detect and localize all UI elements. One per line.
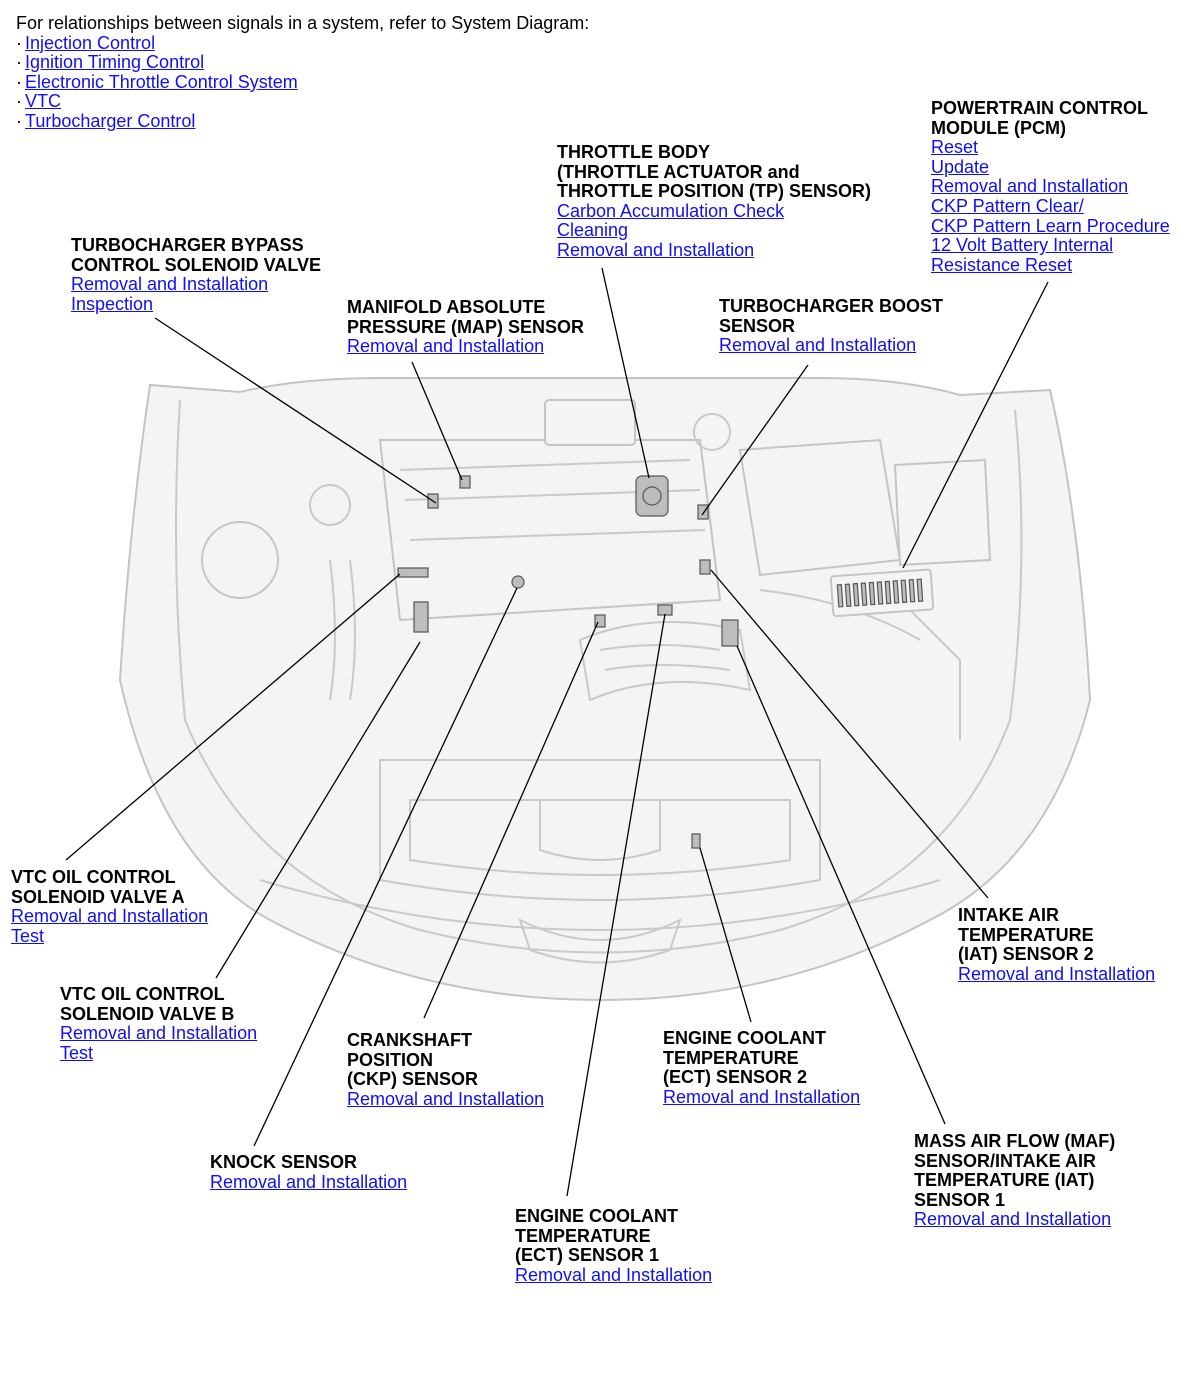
leader-ect1 (566, 613, 666, 1197)
callout-turbo-boost-sensor: TURBOCHARGER BOOST SENSOR Removal and In… (719, 296, 943, 356)
callout-title: MASS AIR FLOW (MAF) SENSOR/INTAKE AIR TE… (914, 1131, 1116, 1210)
intro-bullet-etcs: ·Electronic Throttle Control System (16, 71, 298, 92)
link-test[interactable]: Test (60, 1042, 94, 1063)
link-removal-installation[interactable]: Removal and Installation (11, 906, 209, 927)
callout-title: KNOCK SENSOR (210, 1152, 358, 1172)
callout-ckp-sensor: CRANKSHAFT POSITION (CKP) SENSOR Removal… (347, 1030, 545, 1109)
leader-lines (65, 267, 1049, 1197)
link-removal-installation[interactable]: Removal and Installation (914, 1209, 1112, 1230)
link-removal-installation[interactable]: Removal and Installation (931, 176, 1129, 197)
callout-vtc-valve-a: VTC OIL CONTROL SOLENOID VALVE A Removal… (11, 867, 209, 946)
link-carbon-accumulation-check[interactable]: Carbon Accumulation Check (557, 200, 785, 221)
link-removal-installation[interactable]: Removal and Installation (210, 1171, 408, 1192)
link-removal-installation[interactable]: Removal and Installation (347, 1088, 545, 1109)
callout-throttle-body: THROTTLE BODY (THROTTLE ACTUATOR and THR… (557, 142, 871, 261)
link-battery-resistance[interactable]: 12 Volt Battery Internal (931, 235, 1114, 256)
link-removal-installation[interactable]: Removal and Installation (347, 336, 545, 357)
leader-vtc-a (65, 573, 401, 861)
link-cleaning[interactable]: Cleaning (557, 220, 629, 241)
link-resistance-reset[interactable]: Resistance Reset (931, 254, 1073, 275)
callout-title: VTC OIL CONTROL SOLENOID VALVE A (11, 867, 185, 907)
system-diagram-intro: For relationships between signals in a s… (16, 13, 590, 132)
intro-bullet-injection-control: ·Injection Control (16, 32, 156, 53)
engine-bay-illustration (118, 377, 1092, 1002)
link-removal-installation[interactable]: Removal and Installation (71, 274, 269, 295)
link-ckp-pattern-learn[interactable]: CKP Pattern Learn Procedure (931, 215, 1170, 236)
leader-pcm (902, 281, 1049, 569)
leader-maf (736, 645, 946, 1125)
leader-ect2 (699, 847, 752, 1023)
link-update[interactable]: Update (931, 156, 990, 177)
callout-ect-sensor-2: ENGINE COOLANT TEMPERATURE (ECT) SENSOR … (663, 1028, 861, 1107)
leader-throttle-body (601, 267, 650, 479)
intro-text: For relationships between signals in a s… (16, 13, 590, 33)
callout-title: MANIFOLD ABSOLUTE PRESSURE (MAP) SENSOR (347, 297, 585, 337)
callout-title: POWERTRAIN CONTROL MODULE (PCM) (931, 98, 1148, 138)
intro-bullet-ignition-timing: ·Ignition Timing Control (16, 52, 205, 73)
callout-title: TURBOCHARGER BOOST SENSOR (719, 296, 943, 336)
link-removal-installation[interactable]: Removal and Installation (515, 1264, 713, 1285)
leader-turbo-bypass (154, 317, 437, 504)
leader-iat2 (710, 569, 989, 899)
link-ignition-timing-control[interactable]: Ignition Timing Control (25, 52, 205, 73)
callout-title: TURBOCHARGER BYPASS CONTROL SOLENOID VAL… (71, 235, 322, 275)
callout-knock-sensor: KNOCK SENSOR Removal and Installation (210, 1152, 408, 1192)
callout-title: ENGINE COOLANT TEMPERATURE (ECT) SENSOR … (663, 1028, 827, 1088)
callout-maf-sensor: MASS AIR FLOW (MAF) SENSOR/INTAKE AIR TE… (914, 1131, 1116, 1230)
link-turbocharger-control[interactable]: Turbocharger Control (25, 110, 196, 131)
callout-title: ENGINE COOLANT TEMPERATURE (ECT) SENSOR … (515, 1206, 679, 1266)
link-electronic-throttle-control[interactable]: Electronic Throttle Control System (25, 71, 298, 92)
link-ckp-pattern-clear[interactable]: CKP Pattern Clear/ (931, 195, 1084, 216)
link-test[interactable]: Test (11, 925, 45, 946)
callout-ect-sensor-1: ENGINE COOLANT TEMPERATURE (ECT) SENSOR … (515, 1206, 713, 1285)
callout-title: VTC OIL CONTROL SOLENOID VALVE B (60, 984, 235, 1024)
link-reset[interactable]: Reset (931, 137, 979, 158)
link-inspection[interactable]: Inspection (71, 293, 154, 314)
leader-vtc-b (215, 641, 421, 979)
intro-bullet-turbo-control: ·Turbocharger Control (16, 110, 196, 131)
link-removal-installation[interactable]: Removal and Installation (958, 963, 1156, 984)
link-removal-installation[interactable]: Removal and Installation (663, 1086, 861, 1107)
callout-title: INTAKE AIR TEMPERATURE (IAT) SENSOR 2 (958, 905, 1094, 965)
callout-pcm: POWERTRAIN CONTROL MODULE (PCM) Reset Up… (931, 98, 1170, 275)
callout-turbo-bypass-valve: TURBOCHARGER BYPASS CONTROL SOLENOID VAL… (71, 235, 322, 314)
link-removal-installation[interactable]: Removal and Installation (557, 239, 755, 260)
link-vtc[interactable]: VTC (25, 91, 61, 112)
link-injection-control[interactable]: Injection Control (25, 32, 156, 53)
link-removal-installation[interactable]: Removal and Installation (719, 335, 917, 356)
leader-turbo-boost (701, 364, 809, 516)
callout-map-sensor: MANIFOLD ABSOLUTE PRESSURE (MAP) SENSOR … (347, 297, 585, 357)
link-removal-installation[interactable]: Removal and Installation (60, 1023, 258, 1044)
callout-iat-sensor-2: INTAKE AIR TEMPERATURE (IAT) SENSOR 2 Re… (958, 905, 1156, 984)
intro-bullet-vtc: ·VTC (16, 91, 61, 112)
leader-knock (253, 587, 518, 1147)
leader-ckp (423, 621, 599, 1019)
callout-title: CRANKSHAFT POSITION (CKP) SENSOR (347, 1030, 479, 1090)
callout-vtc-valve-b: VTC OIL CONTROL SOLENOID VALVE B Removal… (60, 984, 258, 1063)
callout-title: THROTTLE BODY (THROTTLE ACTUATOR and THR… (557, 142, 871, 202)
leader-map-sensor (411, 361, 463, 481)
